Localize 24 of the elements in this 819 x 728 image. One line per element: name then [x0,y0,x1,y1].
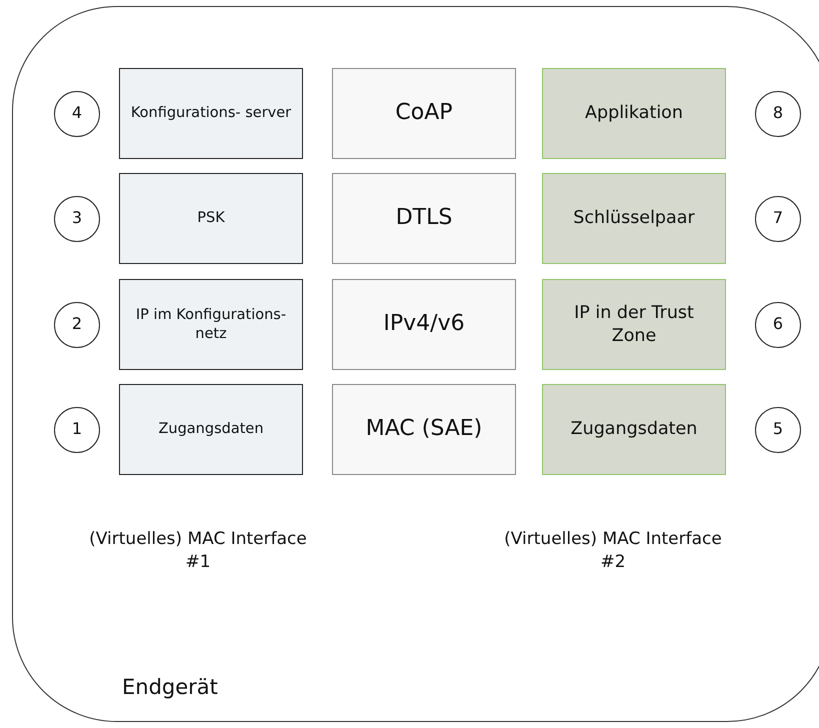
layer-box: PSK [119,173,303,264]
number-circle: 2 [54,302,100,348]
layer-box: CoAP [332,68,516,159]
layer-box: MAC (SAE) [332,384,516,475]
layer-box: IPv4/v6 [332,279,516,370]
interface-label: (Virtuelles) MAC Interface #2 [503,528,723,574]
number-circle: 1 [54,406,100,452]
number-circle: 7 [755,196,801,242]
number-circle: 6 [755,302,801,348]
layer-box: DTLS [332,173,516,264]
layer-box: Applikation [542,68,726,159]
interface-label: (Virtuelles) MAC Interface #1 [88,528,308,574]
layer-box: IP in der Trust Zone [542,279,726,370]
number-circle: 5 [755,406,801,452]
device-title: Endgerät [122,675,218,699]
number-circle: 4 [54,90,100,136]
layer-box: IP im Konfigurations- netz [119,279,303,370]
device-frame [12,6,819,722]
layer-box: Zugangsdaten [542,384,726,475]
layer-box: Konfigurations- server [119,68,303,159]
number-circle: 8 [755,90,801,136]
layer-box: Zugangsdaten [119,384,303,475]
number-circle: 3 [54,196,100,242]
layer-box: Schlüsselpaar [542,173,726,264]
